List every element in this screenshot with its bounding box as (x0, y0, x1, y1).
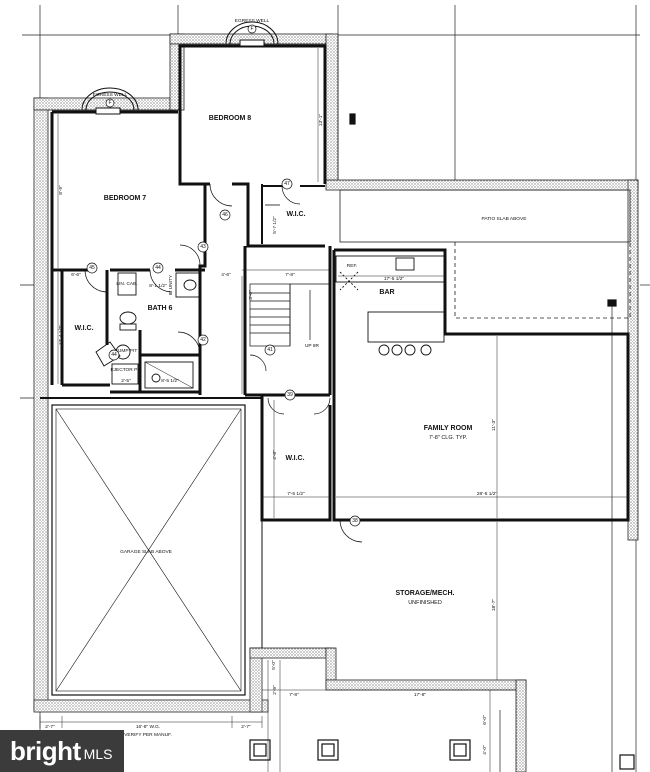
egress-well-left (81, 87, 139, 115)
dim-text: 13'-1" (318, 114, 324, 127)
tag-44b: 44 (111, 352, 117, 358)
label-sump: SUMP PIT (115, 348, 138, 354)
dim-text: 17'-5 1/2" (384, 276, 405, 282)
bar-counter (335, 255, 445, 356)
dim-text: VERIFY PER MANUF. (124, 732, 172, 738)
bright-mls-logo: bright MLS (0, 730, 124, 772)
dim-text: 17'-4 1/2" (58, 325, 64, 346)
tag-39: 39 (287, 392, 293, 398)
label-bedroom8: BEDROOM 8 (209, 115, 252, 122)
dim-text: 7'-8" (289, 692, 299, 698)
storage-walls (261, 519, 628, 648)
dim-text: 2'-7" (45, 724, 55, 730)
dim-text: 16'-8" W.G. (136, 724, 160, 730)
interior-walls (40, 44, 630, 522)
patio-slab (339, 189, 631, 319)
label-wic-top: W.I.C. (286, 211, 305, 218)
tag-f-left: F (108, 100, 111, 106)
tag-45: 45 (89, 265, 95, 271)
dim-text: 6'-6" (71, 272, 81, 278)
foundation-walls (33, 33, 639, 772)
dim-text: 2'-7" (241, 724, 251, 730)
dim-text: 4'-8" (272, 450, 278, 460)
label-storage: STORAGE/MECH. (396, 590, 455, 597)
dimension-labels: 13'-1" 5'-7 1/2" 8'-9" 4'-6" 7'-8" 6'-6"… (45, 114, 497, 755)
egress-well-top (225, 21, 279, 47)
dim-text: 7'-5 1/2" (287, 491, 305, 497)
label-ref: REF. (347, 263, 357, 269)
dim-text: 6'-0" (482, 715, 488, 725)
dim-text: 8'-5 1/2" (161, 378, 179, 384)
stairs (249, 283, 330, 347)
label-egress-top: EGRESS WELL (235, 18, 270, 24)
dim-text: 18'-7" (491, 599, 497, 612)
label-family-room: FAMILY ROOM (424, 425, 473, 432)
dim-text: 17'-8" (414, 692, 427, 698)
label-wic-center: W.I.C. (285, 455, 304, 462)
dim-text: 7'-8" (285, 272, 295, 278)
label-linen: LIN. CAB. (116, 281, 137, 287)
dim-text: 5'-0" (271, 660, 277, 670)
dim-text: 5'-7 1/2" (272, 216, 278, 234)
dim-text: 3'-0" (248, 290, 254, 300)
dim-text: 2'-5" (121, 378, 131, 384)
tag-42: 42 (200, 337, 206, 343)
dim-text: 8" UNITY (168, 274, 174, 295)
dim-text: 8'-9" (58, 185, 64, 195)
tag-43: 43 (200, 244, 206, 250)
dim-text: 11'-3" (491, 419, 497, 431)
door-swings (84, 183, 363, 543)
label-patio: PATIO SLAB ABOVE (482, 216, 527, 222)
label-bar: BAR (379, 289, 394, 296)
label-wic-left: W.I.C. (74, 325, 93, 332)
label-bedroom7: BEDROOM 7 (104, 195, 147, 202)
label-ejector: EJECTOR PIT (110, 367, 141, 373)
dim-text: 4'-6" (221, 272, 231, 278)
garage-slab (51, 404, 246, 696)
logo-suffix: MLS (83, 746, 113, 762)
dim-text: 4'-0" (482, 745, 488, 755)
foundation-piers (249, 113, 635, 770)
dim-text: 8'-1 1/2" (149, 283, 167, 289)
label-storage-note: UNFINISHED (408, 600, 442, 606)
room-labels: BEDROOM 8 BEDROOM 7 BATH 6 W.I.C. W.I.C.… (74, 18, 526, 606)
dim-text: 28'-5 1/2" (477, 491, 498, 497)
tag-38: 38 (352, 518, 358, 524)
label-garage: GARAGE SLAB ABOVE (120, 549, 172, 555)
wic-top-walls (247, 184, 325, 246)
bath-fixtures (95, 272, 201, 389)
tag-47: 47 (284, 181, 290, 187)
label-bath6: BATH 6 (148, 305, 173, 312)
tag-46: 46 (222, 212, 228, 218)
label-family-room-note: 7'-8" CLG. TYP. (429, 435, 468, 441)
dimension-lines (39, 48, 628, 772)
label-stair: UP 8R (305, 343, 320, 349)
dim-text: 2'-9" (272, 685, 278, 695)
label-egress-left: EGRESS WELL (93, 92, 128, 98)
door-tags: F F 44 45 46 47 43 44 42 41 39 38 (86, 24, 361, 527)
tag-f-top: F (250, 26, 253, 32)
tag-41: 41 (267, 347, 273, 353)
tag-44: 44 (155, 265, 161, 271)
logo-brand: bright (10, 735, 81, 766)
